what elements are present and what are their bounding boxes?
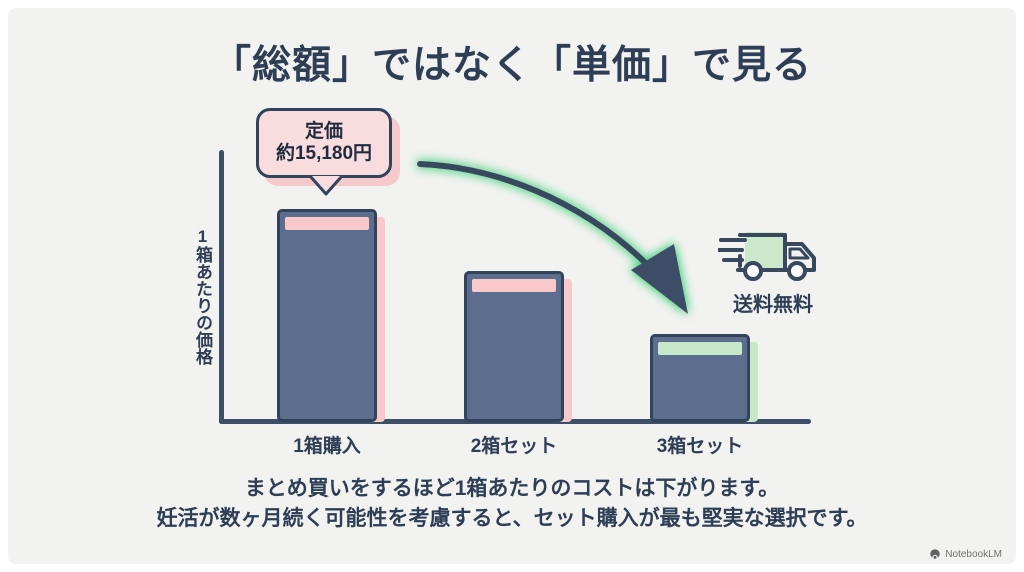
watermark-label: NotebookLM (945, 548, 1002, 560)
y-axis-line (219, 150, 224, 424)
delivery-truck-icon (718, 232, 816, 281)
callout-tail-icon (308, 175, 344, 196)
callout-line-1: 定価 (304, 121, 343, 143)
caption-line-1: まとめ買いをするほど1箱あたりのコストは下がります。 (244, 477, 780, 500)
curved-arrow-icon (417, 161, 688, 314)
caption: まとめ買いをするほど1箱あたりのコストは下がります。 妊活が数ヶ月続く可能性を考… (0, 474, 1024, 534)
callout-line-2: 約15,180円 (275, 143, 373, 164)
y-axis-label: 1箱あたりの価格 (193, 227, 212, 365)
bar-2 (464, 271, 564, 422)
bar-3 (650, 334, 750, 422)
page-title: 「総額」ではなく「単価」で見る (211, 44, 812, 87)
category-label-2: 2箱セット (470, 436, 558, 457)
bar-cap-2 (472, 279, 556, 292)
category-label-1: 1箱購入 (293, 436, 361, 457)
bar-cap-1 (285, 217, 369, 230)
caption-line-2: 妊活が数ヶ月続く可能性を考慮すると、セット購入が最も堅実な選択です。 (156, 506, 868, 530)
bar-1 (277, 209, 377, 422)
category-label-3: 3箱セット (656, 436, 744, 457)
notebooklm-logo-icon (930, 549, 940, 559)
bar-cap-3 (658, 342, 742, 355)
watermark: NotebookLM (929, 548, 1002, 560)
free-shipping-label: 送料無料 (733, 294, 813, 316)
price-callout: 定価 約15,180円 (256, 108, 392, 178)
